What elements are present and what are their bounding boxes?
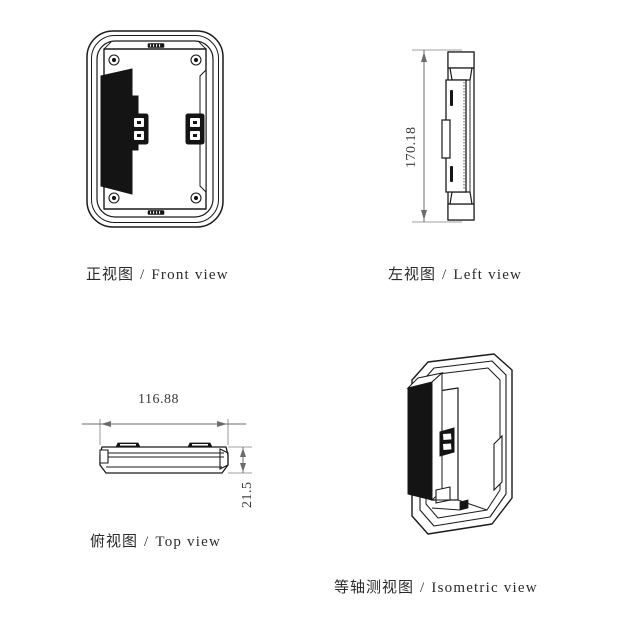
front-dark-panel [100, 68, 139, 195]
isometric-connector [439, 427, 455, 457]
left-view-caption-en: Left view [453, 267, 523, 283]
top-view-extension-lines [99, 419, 252, 474]
top-view [80, 395, 275, 510]
isometric-view-caption: 等轴测视图 / Isometric view [334, 576, 538, 597]
top-view-caption-cn: 俯视图 [90, 532, 139, 550]
left-view [400, 22, 520, 237]
front-view-caption-cn: 正视图 [86, 265, 135, 283]
top-view-dimension-arrows [101, 421, 246, 472]
front-view-caption: 正视图 / Front view [86, 263, 229, 284]
front-view [78, 22, 258, 237]
left-view-dimension-arrows [421, 52, 427, 220]
front-view-drawing [86, 30, 224, 228]
left-view-caption: 左视图 / Left view [388, 263, 522, 284]
isometric-view-drawing [406, 353, 513, 535]
front-view-caption-en: Front view [151, 267, 229, 283]
front-connector-right [185, 113, 205, 145]
top-view-width-dimension: 116.88 [138, 392, 179, 407]
left-view-extension-lines [412, 49, 462, 223]
caption-separator: / [442, 267, 448, 283]
left-view-drawing [412, 49, 475, 223]
caption-separator: / [420, 580, 426, 596]
caption-separator: / [140, 267, 146, 283]
isometric-view-caption-cn: 等轴测视图 [334, 578, 415, 596]
isometric-view-caption-en: Isometric view [431, 580, 538, 596]
isometric-view [388, 348, 538, 548]
top-view-thickness-dimension: 21.5 [240, 481, 255, 509]
caption-separator: / [144, 534, 150, 550]
left-view-height-dimension: 170.18 [404, 126, 419, 169]
top-view-drawing [82, 419, 252, 474]
top-view-caption-en: Top view [155, 534, 222, 550]
left-view-caption-cn: 左视图 [388, 265, 437, 283]
front-connector-left [129, 113, 149, 145]
top-view-caption: 俯视图 / Top view [90, 530, 221, 551]
